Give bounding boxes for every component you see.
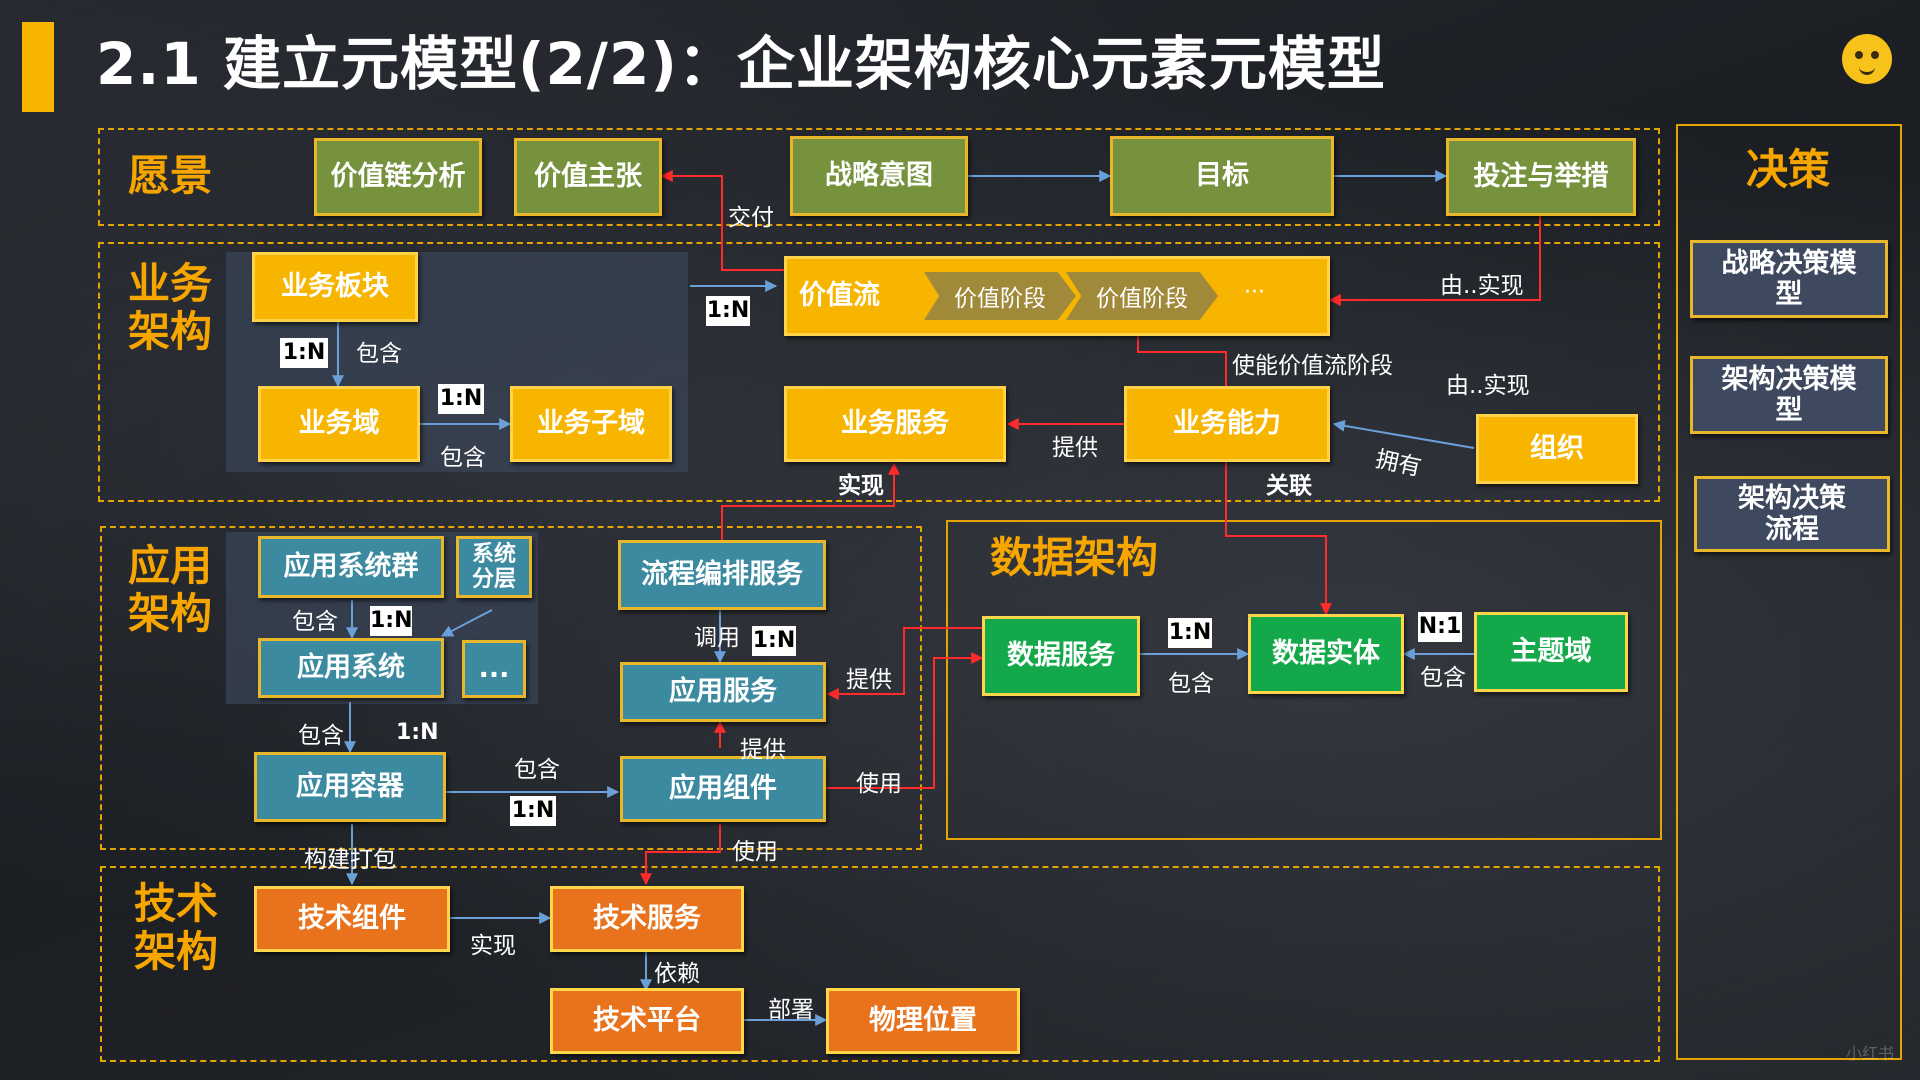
value-stage-2[interactable]: 价值阶段 <box>1066 272 1218 320</box>
page-title: 2.1 建立元模型(2/2)：企业架构核心元素元模型 <box>96 30 1386 98</box>
data-frame <box>946 520 1662 840</box>
business-frame <box>98 242 1660 502</box>
value-stage-1[interactable]: 价值阶段 <box>924 272 1076 320</box>
rel-build-package: 构建打包 <box>304 847 396 873</box>
tech-service-box[interactable]: 技术服务 <box>550 886 744 952</box>
rel-contain-data-2: 包含 <box>1420 665 1466 691</box>
ratio-data-service: 1:N <box>1168 618 1212 648</box>
section-technology: 技术 架构 <box>134 879 219 976</box>
physical-location-box[interactable]: 物理位置 <box>826 988 1020 1054</box>
rel-contain-data-1: 包含 <box>1168 671 1214 697</box>
rel-provide-3: 提供 <box>740 737 786 763</box>
tech-component-box[interactable]: 技术组件 <box>254 886 450 952</box>
ratio-component: 1:N <box>510 796 556 826</box>
rel-contain-app-2: 包含 <box>298 723 344 749</box>
rel-contain-app-1: 包含 <box>292 609 338 635</box>
ratio-app-group: 1:N <box>370 606 413 636</box>
strategy-map-box[interactable]: 战略意图 <box>790 136 968 216</box>
arch-decision-model-box[interactable]: 架构决策模 型 <box>1690 356 1888 434</box>
business-capability-box[interactable]: 业务能力 <box>1124 386 1330 462</box>
tech-platform-box[interactable]: 技术平台 <box>550 988 744 1054</box>
section-business: 业务 架构 <box>128 259 213 356</box>
process-service-box[interactable]: 流程编排服务 <box>618 540 826 610</box>
data-entity-box[interactable]: 数据实体 <box>1248 614 1404 694</box>
app-container-box[interactable]: 应用容器 <box>254 752 446 822</box>
app-service-box[interactable]: 应用服务 <box>620 662 826 722</box>
value-stage-more: ··· <box>1244 280 1265 305</box>
value-chain-box[interactable]: 价值链分析 <box>314 138 482 216</box>
ratio-container: 1:N <box>396 720 439 745</box>
ratio-segment: 1:N <box>280 338 328 368</box>
application-frame <box>100 526 922 850</box>
rel-contain-1: 包含 <box>356 341 402 367</box>
rel-deploy: 部署 <box>768 997 814 1023</box>
business-domain-box[interactable]: 业务域 <box>258 386 420 462</box>
rel-realized-by-1: 由..实现 <box>1440 273 1524 299</box>
data-service-box[interactable]: 数据服务 <box>982 616 1140 696</box>
value-proposition-box[interactable]: 价值主张 <box>514 138 662 216</box>
section-application: 应用 架构 <box>128 541 213 638</box>
app-system-box[interactable]: 应用系统 <box>258 638 444 698</box>
technology-frame <box>100 866 1660 1062</box>
rel-use-1: 使用 <box>856 771 902 797</box>
ratio-stream: 1:N <box>706 296 750 326</box>
rel-deliver: 交付 <box>728 205 774 231</box>
system-layer-box[interactable]: 系统 分层 <box>456 536 532 598</box>
rel-realize: 实现 <box>838 473 884 499</box>
rel-contain-2: 包含 <box>440 445 486 471</box>
rel-provide-2: 提供 <box>846 667 892 693</box>
vision-frame <box>98 128 1660 226</box>
ratio-invoke: 1:N <box>752 626 796 656</box>
rel-use-2: 使用 <box>732 839 778 865</box>
subject-area-box[interactable]: 主题域 <box>1474 612 1628 692</box>
business-service-box[interactable]: 业务服务 <box>784 386 1006 462</box>
rel-associate: 关联 <box>1266 473 1312 499</box>
section-decision: 决策 <box>1746 145 1831 194</box>
title-accent-bar <box>22 22 54 112</box>
value-stream-label: 价值流 <box>799 280 880 312</box>
ratio-domain: 1:N <box>438 384 484 414</box>
business-subdomain-box[interactable]: 业务子域 <box>510 386 672 462</box>
app-system-group-box[interactable]: 应用系统群 <box>258 536 444 598</box>
rel-contain-app-3: 包含 <box>514 757 560 783</box>
app-more-box[interactable]: ... <box>462 640 526 698</box>
decision-frame <box>1676 124 1902 1060</box>
watermark: 小红书 <box>1846 1044 1895 1063</box>
rel-enable-stage: 使能价值流阶段 <box>1232 353 1393 379</box>
rel-invoke: 调用 <box>694 625 740 651</box>
goal-box[interactable]: 目标 <box>1110 136 1334 216</box>
rel-depend: 依赖 <box>654 961 700 987</box>
rel-realized-by-2: 由..实现 <box>1446 373 1530 399</box>
ratio-subject: N:1 <box>1418 612 1462 642</box>
brand-logo-icon <box>1842 34 1892 84</box>
business-segment-box[interactable]: 业务板块 <box>252 252 418 322</box>
arch-decision-process-box[interactable]: 架构决策 流程 <box>1694 476 1890 552</box>
rel-tech-realize: 实现 <box>470 933 516 959</box>
strategy-decision-model-box[interactable]: 战略决策模 型 <box>1690 240 1888 318</box>
section-data: 数据架构 <box>990 533 1159 582</box>
initiative-box[interactable]: 投注与举措 <box>1446 138 1636 216</box>
rel-provide-1: 提供 <box>1052 435 1098 461</box>
organization-box[interactable]: 组织 <box>1476 414 1638 484</box>
section-vision: 愿景 <box>128 151 213 200</box>
app-component-box[interactable]: 应用组件 <box>620 756 826 822</box>
